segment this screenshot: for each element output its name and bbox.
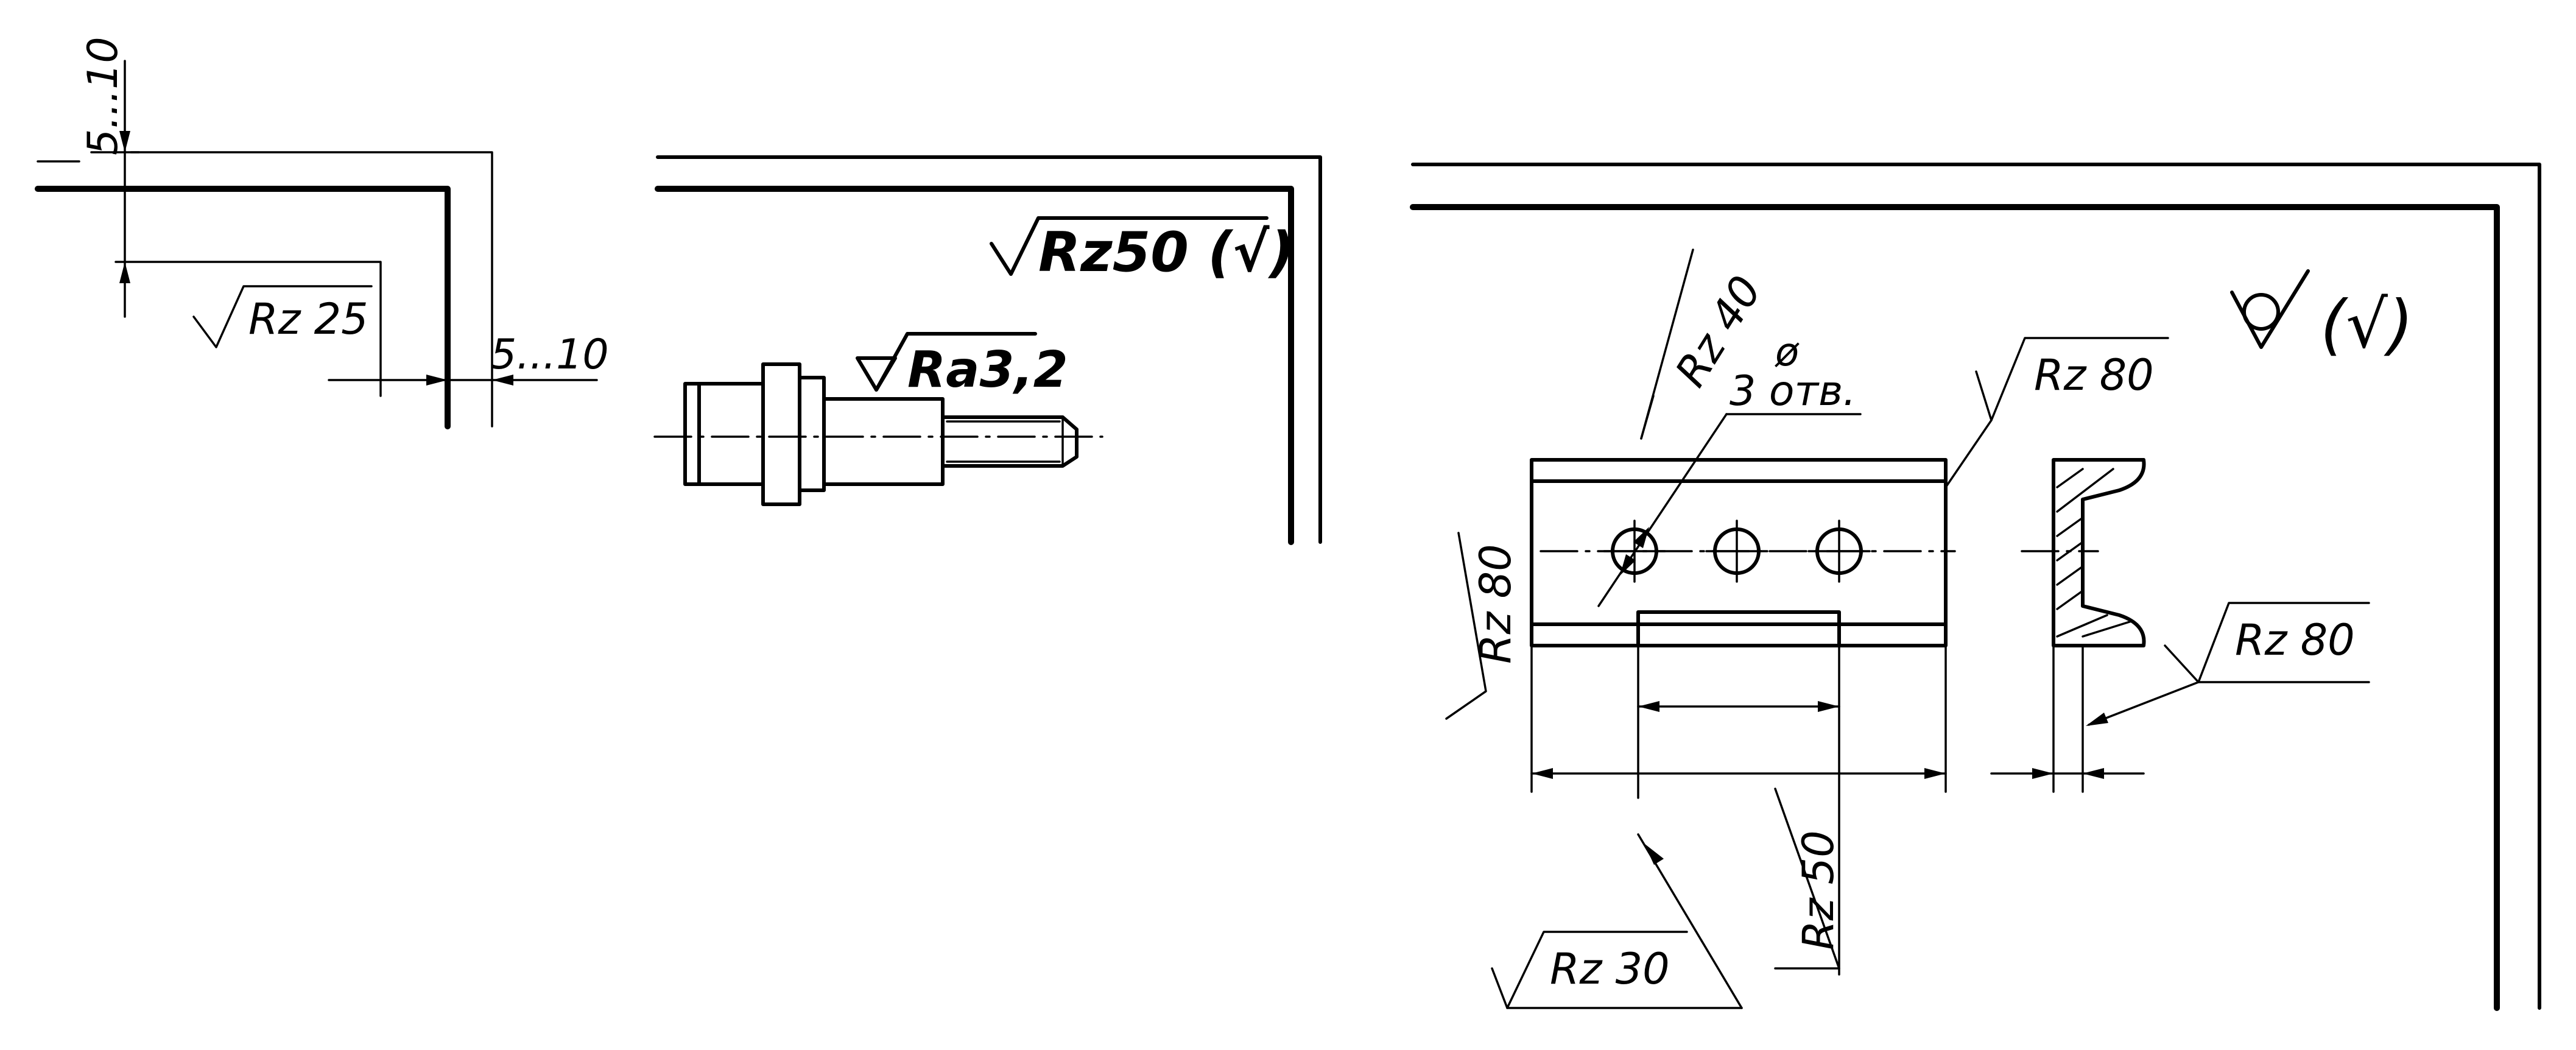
panel-frame-offset: 5...10 Rz 25 5...10 bbox=[35, 37, 609, 429]
frame-line-thick bbox=[35, 186, 451, 429]
shaft-collar bbox=[761, 362, 801, 506]
rz80-top-label: Rz 80 bbox=[2034, 350, 2154, 400]
roughness-leader bbox=[1944, 419, 1993, 488]
frame-line-thick bbox=[655, 186, 1294, 545]
roughness-sign bbox=[1774, 788, 1840, 970]
frame-line-thin bbox=[1411, 163, 2541, 1010]
rz25-label: Rz 25 bbox=[248, 294, 368, 344]
dimension-arrow bbox=[1620, 554, 1636, 576]
dim-5-10-vertical: 5...10 bbox=[79, 37, 127, 155]
panel-channel: (√) ø 3 отв. Rz 40 Rz 80 Rz 80 bbox=[1410, 163, 2541, 1011]
dimension-arrow bbox=[426, 375, 448, 386]
roughness-sign bbox=[1491, 931, 1688, 1009]
section-hatch bbox=[2056, 468, 2133, 638]
dimension-arrow bbox=[1638, 701, 1659, 712]
roughness-leader bbox=[2088, 681, 2200, 726]
shaft-tip bbox=[941, 415, 1079, 468]
channel-front-view bbox=[1530, 458, 1948, 647]
frame-line-thin bbox=[130, 151, 493, 428]
dimension-arrow bbox=[2083, 768, 2104, 779]
holes-note: 3 отв. bbox=[1730, 367, 1856, 415]
dimension-arrow bbox=[1924, 768, 1946, 779]
dimension-arrow bbox=[1818, 701, 1839, 712]
roughness-sign bbox=[1640, 395, 1655, 440]
dimension-arrow bbox=[1633, 527, 1649, 548]
shaft-middle bbox=[822, 397, 945, 486]
frame-line-thick bbox=[1410, 204, 2500, 1011]
panel-shaft: Rz50 (√) Ra3,2 bbox=[653, 155, 1322, 545]
dim-5-10-horizontal: 5...10 bbox=[490, 331, 609, 379]
shaft-body bbox=[697, 382, 765, 486]
rz30-label: Rz 30 bbox=[1550, 944, 1670, 994]
dimension-arrow bbox=[119, 131, 130, 152]
roughness-sign bbox=[2164, 602, 2370, 683]
rz80-left-label: Rz 80 bbox=[1471, 544, 1521, 664]
dimension-arrow bbox=[2086, 713, 2108, 726]
dimension-arrow bbox=[119, 262, 130, 283]
ra32-label: Ra3,2 bbox=[907, 341, 1068, 399]
dimension-arrow bbox=[2032, 768, 2053, 779]
rz50-general-label: Rz50 (√) bbox=[1038, 220, 1295, 284]
roughness-sign bbox=[1445, 532, 1487, 720]
rz80-right-label: Rz 80 bbox=[2235, 615, 2355, 665]
shaft-collar-right bbox=[798, 376, 826, 492]
channel-section bbox=[2052, 458, 2146, 647]
dimension-arrow bbox=[492, 375, 513, 386]
dimension-arrow bbox=[1532, 768, 1553, 779]
diameter-sign: ø bbox=[1775, 330, 1800, 375]
frame-line-thin bbox=[656, 155, 1322, 544]
roughness-sign bbox=[192, 285, 373, 348]
shaft-left-body bbox=[683, 382, 701, 486]
dimension-arrow bbox=[1644, 844, 1664, 865]
roughness-sign bbox=[1975, 337, 2169, 421]
roughness-sign bbox=[875, 332, 1037, 392]
unmachined-sign bbox=[2230, 269, 2310, 349]
rz50-bottom-label: Rz 50 bbox=[1793, 830, 1843, 950]
unmachined-general-label: (√) bbox=[2320, 287, 2413, 363]
extension-line bbox=[114, 261, 382, 397]
diameter-leader bbox=[1597, 413, 1728, 607]
channel-bottom-step bbox=[1636, 610, 1841, 647]
roughness-sign-general bbox=[990, 216, 1269, 276]
